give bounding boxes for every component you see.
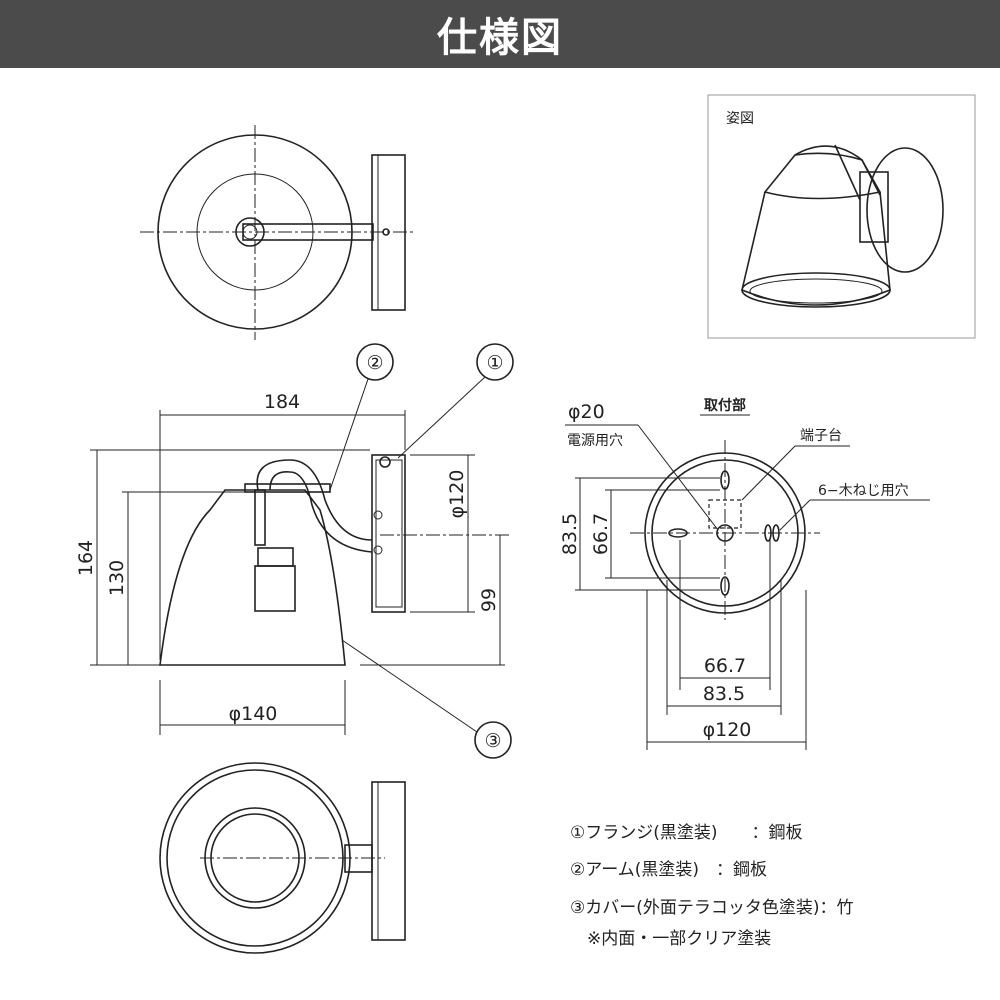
mounting-view: 取付部 φ20 電源用穴 端子台 6−木ねじ用穴 83.5 66.7 66.7 … <box>559 397 930 750</box>
svg-text:φ120: φ120 <box>446 470 468 519</box>
svg-text:φ140: φ140 <box>229 703 278 725</box>
svg-text:184: 184 <box>264 391 300 413</box>
svg-text:③: ③ <box>484 730 501 752</box>
part-cover-note: ※内面・一部クリア塗装 <box>570 929 772 949</box>
svg-text:6−木ねじ用穴: 6−木ねじ用穴 <box>818 483 909 499</box>
svg-text:②: ② <box>366 352 383 374</box>
svg-text:端子台: 端子台 <box>800 428 842 444</box>
svg-text:83.5: 83.5 <box>559 513 581 555</box>
svg-text:66.7: 66.7 <box>590 513 612 555</box>
svg-text:130: 130 <box>106 560 128 596</box>
svg-text:66.7: 66.7 <box>704 655 746 677</box>
svg-text:姿図: 姿図 <box>726 111 754 127</box>
svg-text:取付部: 取付部 <box>704 397 746 414</box>
svg-text:φ20: φ20 <box>568 401 605 423</box>
side-view: 184 164 130 φ120 99 φ140 ① ② ③ <box>75 343 514 759</box>
part-flange: ①フランジ(黒塗装) ：鋼板 <box>570 823 803 843</box>
page-title: 仕様図 <box>437 15 563 61</box>
svg-text:①: ① <box>486 352 503 374</box>
part-arm: ②アーム(黒塗装) ：鋼板 <box>570 860 767 880</box>
svg-text:164: 164 <box>75 540 97 576</box>
svg-text:99: 99 <box>478 588 500 612</box>
top-view <box>140 125 415 340</box>
svg-text:83.5: 83.5 <box>703 683 745 705</box>
part-cover: ③カバー(外面テラコッタ色塗装)：竹 <box>570 898 854 918</box>
header-bar: 仕様図 <box>0 0 1000 68</box>
svg-text:電源用穴: 電源用穴 <box>567 433 623 449</box>
perspective-view: 姿図 <box>707 94 976 339</box>
svg-text:φ120: φ120 <box>703 719 752 741</box>
bottom-view <box>159 762 406 954</box>
